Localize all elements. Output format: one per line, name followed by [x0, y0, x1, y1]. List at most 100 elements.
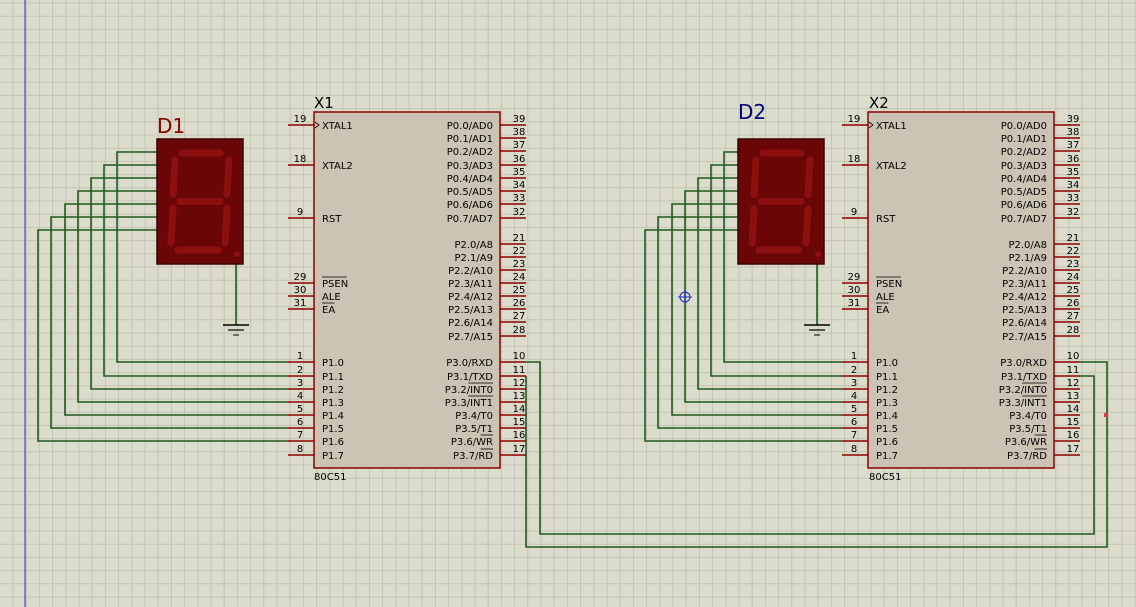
wire-junction-marker: [1104, 413, 1108, 417]
pin-number: 7: [297, 430, 303, 441]
pin-name: P0.7/AD7: [1001, 214, 1047, 225]
pin-name: P1.1: [876, 372, 898, 383]
pin-name: ALE: [322, 292, 341, 303]
pin-name: XTAL1: [322, 121, 353, 132]
display-segment: [750, 156, 760, 198]
pin-number: 28: [513, 325, 526, 336]
pin-number: 34: [1067, 180, 1080, 191]
pin-number: 32: [1067, 207, 1080, 218]
pin-number: 25: [513, 285, 526, 296]
display-designator: D2: [738, 100, 766, 124]
wire[interactable]: [116, 151, 288, 363]
pin-number: 13: [1067, 391, 1080, 402]
pin-number: 14: [513, 404, 526, 415]
pin-number: 29: [294, 272, 307, 283]
pin-name: RST: [876, 214, 896, 225]
chip-body[interactable]: [867, 111, 1055, 469]
pin-name: P0.1/AD1: [447, 134, 493, 145]
wire[interactable]: [657, 216, 842, 429]
pin-name: P3.6/WR: [451, 437, 493, 448]
wire[interactable]: [77, 190, 288, 403]
pin-name: P3.5/T1: [455, 424, 493, 435]
pin-name: P0.2/AD2: [447, 147, 493, 158]
pin-number: 33: [513, 193, 526, 204]
pin-number: 38: [513, 127, 526, 138]
pin-name: P1.4: [322, 411, 344, 422]
wire[interactable]: [64, 203, 288, 416]
chip-designator: X1: [314, 94, 334, 112]
pin-name: P0.4/AD4: [447, 174, 493, 185]
pin-number: 22: [1067, 246, 1080, 257]
seven-segment-display-d2[interactable]: D2: [737, 100, 825, 265]
chip-body[interactable]: [313, 111, 501, 469]
pin-number: 13: [513, 391, 526, 402]
pin-name: P2.4/A12: [448, 292, 493, 303]
wire[interactable]: [697, 177, 842, 390]
pin-name: P3.4/T0: [1009, 411, 1047, 422]
pin-name: P3.1/TXD: [1001, 372, 1047, 383]
wire[interactable]: [526, 361, 1095, 535]
pin-name: P3.7/RD: [1007, 451, 1047, 462]
wire[interactable]: [723, 151, 842, 363]
wire[interactable]: [50, 216, 288, 429]
pin-name: P0.7/AD7: [447, 214, 493, 225]
wire[interactable]: [525, 361, 1108, 548]
pin-number: 27: [513, 311, 526, 322]
wire[interactable]: [103, 164, 288, 377]
pin-name: P3.4/T0: [455, 411, 493, 422]
pin-name: P3.1/TXD: [447, 372, 493, 383]
pin-number: 35: [513, 167, 526, 178]
microcontroller-x2[interactable]: X2 80C51 19XTAL118XTAL29RST29PSEN30ALE31…: [842, 94, 1080, 483]
pin-number: 26: [1067, 298, 1080, 309]
pin-number: 23: [513, 259, 526, 270]
wires[interactable]: [37, 151, 1108, 548]
pin-number: 31: [848, 298, 861, 309]
pin-number: 4: [297, 391, 303, 402]
pin-number: 24: [513, 272, 526, 283]
pin-name: P3.0/RXD: [1000, 358, 1047, 369]
pin-number: 34: [513, 180, 526, 191]
pin-name: P2.0/A8: [1008, 240, 1047, 251]
wire[interactable]: [671, 203, 842, 416]
pin-number: 16: [513, 430, 526, 441]
pin-number: 2: [851, 365, 857, 376]
pin-number: 16: [1067, 430, 1080, 441]
pin-number: 11: [513, 365, 526, 376]
pin-number: 12: [1067, 378, 1080, 389]
pin-number: 9: [851, 207, 857, 218]
pin-number: 4: [851, 391, 857, 402]
wire[interactable]: [90, 177, 288, 390]
pin-name: P3.7/RD: [453, 451, 493, 462]
clock-marker: [868, 121, 874, 129]
pin-name: P1.2: [876, 385, 898, 396]
pin-number: 24: [1067, 272, 1080, 283]
pin-number: 17: [513, 444, 526, 455]
pin-number: 18: [294, 154, 307, 165]
pin-number: 21: [1067, 233, 1080, 244]
wire[interactable]: [710, 164, 842, 377]
pin-number: 10: [513, 351, 526, 362]
pin-name: EA: [322, 305, 335, 316]
pin-number: 30: [848, 285, 861, 296]
pin-name: XTAL2: [876, 161, 907, 172]
pin-number: 32: [513, 207, 526, 218]
pin-number: 25: [1067, 285, 1080, 296]
microcontroller-x1[interactable]: X1 80C51 19XTAL118XTAL29RST29PSEN30ALE31…: [288, 94, 526, 483]
chip-designator: X2: [869, 94, 889, 112]
pin-number: 1: [297, 351, 303, 362]
display-segment: [802, 205, 812, 247]
wire[interactable]: [644, 229, 842, 442]
pin-number: 39: [1067, 114, 1080, 125]
pin-name: P2.2/A10: [1002, 266, 1047, 277]
pin-number: 6: [297, 417, 303, 428]
pin-number: 5: [851, 404, 857, 415]
seven-segment-display-d1[interactable]: D1: [156, 114, 244, 265]
pin-number: 12: [513, 378, 526, 389]
pin-number: 3: [851, 378, 857, 389]
wire[interactable]: [37, 229, 288, 442]
pin-number: 31: [294, 298, 307, 309]
pin-name: P1.5: [876, 424, 898, 435]
pin-name: P0.2/AD2: [1001, 147, 1047, 158]
display-designator: D1: [157, 114, 185, 138]
